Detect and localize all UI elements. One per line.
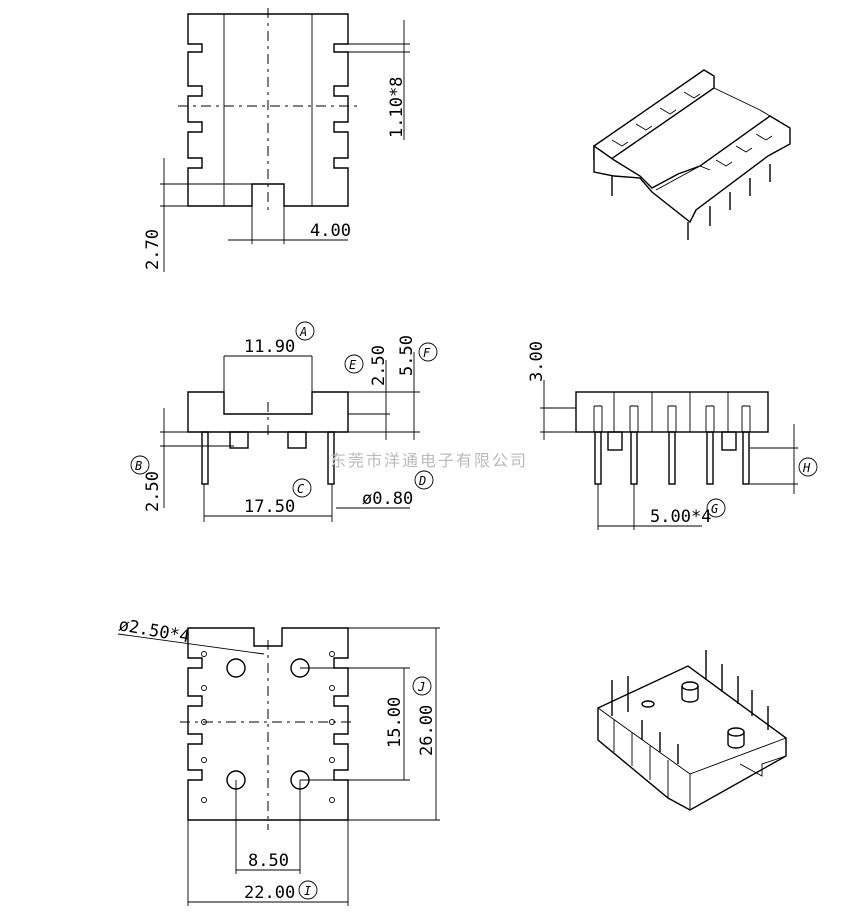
- label-g-marker: G: [706, 498, 726, 518]
- isometric-top-view: [593, 69, 791, 240]
- label-a-marker: A: [295, 321, 315, 341]
- label-e-marker: E: [344, 354, 364, 374]
- svg-text:E: E: [349, 358, 357, 372]
- dim-body-width: 22.00: [244, 883, 295, 903]
- dim-body-length: 26.00: [417, 705, 437, 756]
- label-j-marker: J: [412, 676, 432, 696]
- dim-height-e: 2.50: [369, 345, 389, 386]
- svg-text:F: F: [423, 346, 431, 360]
- label-h-marker: H: [798, 457, 818, 477]
- svg-text:D: D: [418, 474, 426, 488]
- dim-height-f: 5.50: [397, 335, 417, 376]
- dim-notch-width: 4.00: [310, 221, 351, 241]
- dim-pin-pitch: 5.00*4: [650, 507, 711, 527]
- dim-pin-dia: ø0.80: [362, 489, 413, 509]
- label-d-marker: D: [414, 470, 434, 490]
- watermark-text: 东莞市洋通电子有限公司: [330, 451, 528, 470]
- svg-text:C: C: [297, 482, 305, 496]
- dim-hole-span-v: 15.00: [385, 697, 405, 748]
- top-view: [160, 8, 410, 272]
- label-f-marker: F: [418, 342, 438, 362]
- dim-center-width: 11.90: [244, 337, 295, 357]
- svg-text:J: J: [417, 680, 425, 694]
- bottom-view: [117, 627, 440, 906]
- svg-text:I: I: [304, 884, 311, 898]
- dim-hole-dia: ø2.50*4: [117, 615, 191, 647]
- dim-row-spacing: 17.50: [244, 497, 295, 517]
- dim-slot-pitch: 1.10*8: [387, 77, 407, 138]
- dim-top-height: 3.00: [527, 341, 547, 382]
- dim-hole-span-h: 8.50: [248, 851, 289, 871]
- label-i-marker: I: [298, 880, 318, 900]
- svg-text:A: A: [299, 325, 307, 339]
- dim-pin-length: 2.50: [143, 471, 163, 512]
- side-view: [540, 380, 798, 530]
- svg-text:H: H: [802, 461, 811, 475]
- isometric-bottom-view: [597, 650, 787, 811]
- label-c-marker: C: [292, 478, 312, 498]
- svg-text:G: G: [711, 502, 718, 516]
- dim-notch-depth: 2.70: [143, 229, 163, 270]
- svg-text:B: B: [135, 459, 142, 473]
- front-view: [160, 352, 420, 522]
- label-b-marker: B: [130, 455, 150, 475]
